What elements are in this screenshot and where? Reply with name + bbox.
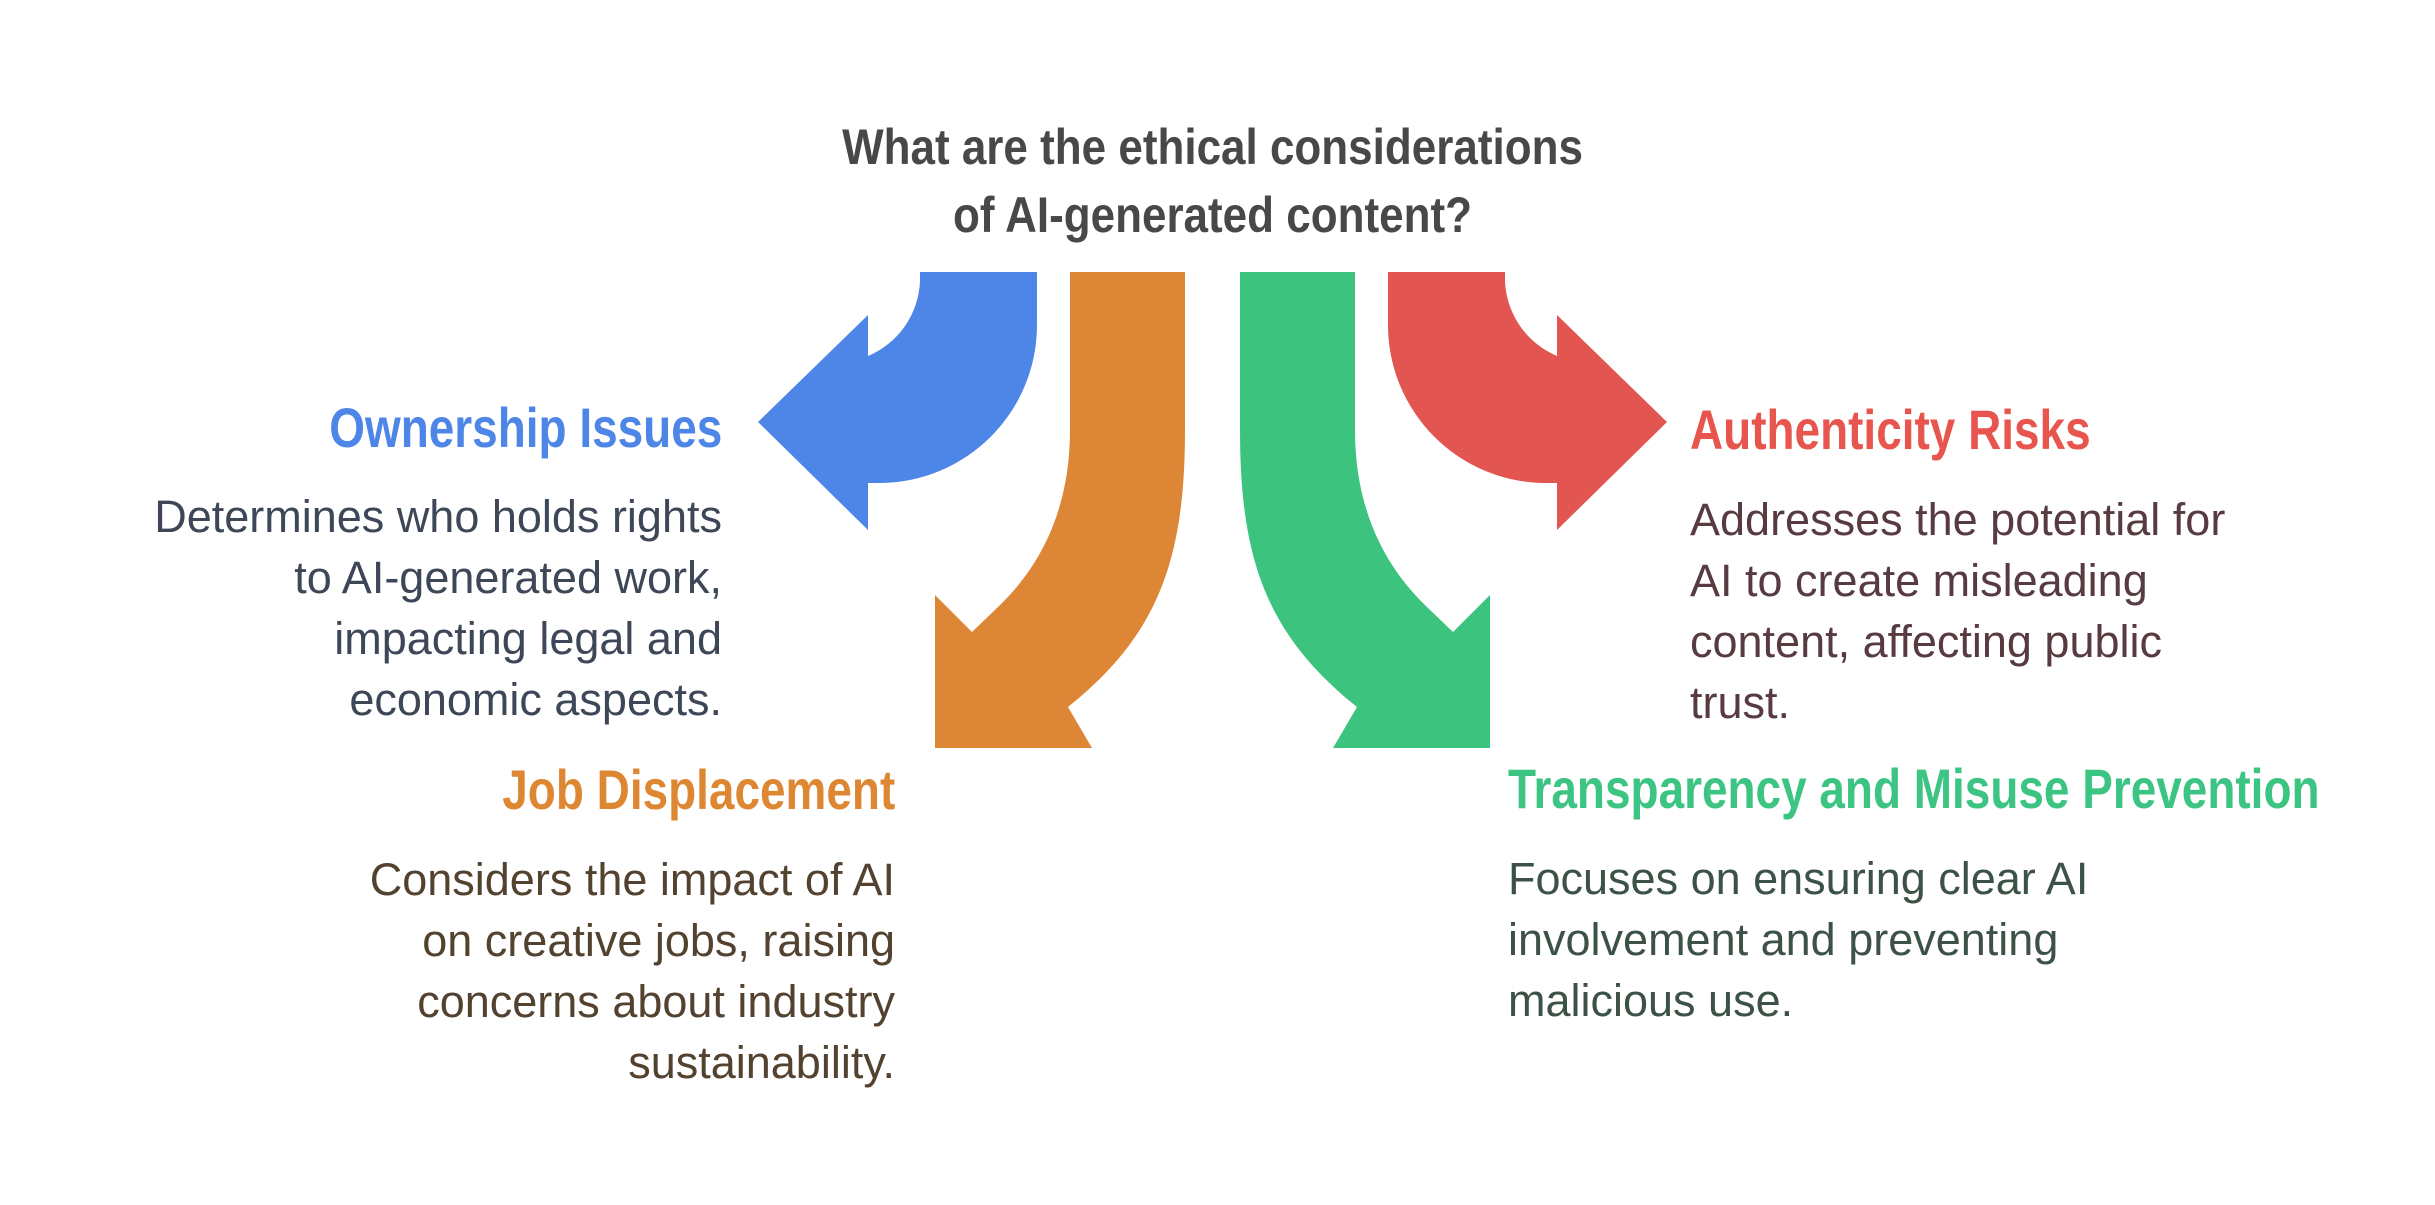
bent-arrow-left-icon [758, 272, 1037, 530]
curved-arrow-down-left-icon [935, 272, 1185, 748]
body-line: AI to create misleading [1690, 555, 2148, 606]
bent-arrow-right-icon [1388, 272, 1667, 530]
body-line: Considers the impact of AI [369, 854, 895, 905]
section-body-job-displacement: Considers the impact of AI on creative j… [370, 849, 895, 1093]
page-title-line-2: of AI-generated content? [952, 187, 1473, 243]
page-title: What are the ethical considerations of A… [146, 113, 2280, 249]
body-line: on creative jobs, raising [422, 915, 895, 966]
body-line: impacting legal and [334, 613, 722, 664]
body-line: economic aspects. [349, 674, 722, 725]
body-line: to AI-generated work, [294, 552, 722, 603]
body-line: involvement and preventing [1508, 914, 2059, 965]
body-line: concerns about industry [417, 976, 895, 1027]
arrows-graphic [758, 272, 1667, 748]
body-line: malicious use. [1508, 975, 1794, 1026]
section-body-transparency: Focuses on ensuring clear AI involvement… [1508, 848, 2088, 1031]
body-line: Focuses on ensuring clear AI [1508, 853, 2089, 904]
body-line: trust. [1690, 677, 1791, 728]
body-line: Determines who holds rights [154, 491, 722, 542]
section-heading-authenticity: Authenticity Risks [1690, 398, 2091, 461]
section-heading-transparency: Transparency and Misuse Prevention [1508, 757, 2320, 820]
curved-arrow-down-right-icon [1240, 272, 1490, 748]
body-line: content, affecting public [1690, 616, 2162, 667]
section-heading-job-displacement: Job Displacement [502, 758, 895, 821]
body-line: Addresses the potential for [1690, 494, 2226, 545]
section-body-authenticity: Addresses the potential for AI to create… [1690, 489, 2225, 733]
section-heading-ownership: Ownership Issues [328, 396, 722, 459]
section-body-ownership: Determines who holds rights to AI-genera… [154, 486, 722, 730]
body-line: sustainability. [628, 1037, 895, 1088]
page-title-line-1: What are the ethical considerations [842, 119, 1583, 175]
